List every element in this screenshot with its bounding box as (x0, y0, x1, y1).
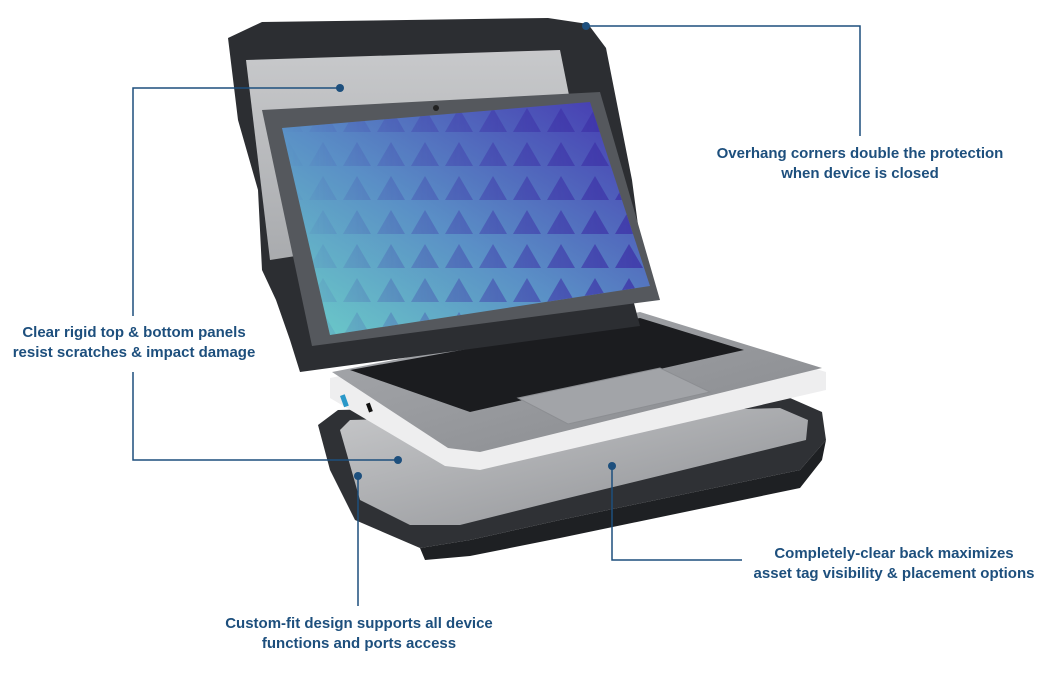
callout-overhang-corners: Overhang corners double the protection w… (700, 144, 1020, 184)
callout-clear-back: Completely-clear back maximizes asset ta… (742, 544, 1046, 584)
callout-leaders (132, 25, 861, 606)
callout-overhang-line2: when device is closed (781, 165, 939, 182)
leader-clear-bottom (132, 372, 398, 461)
laptop-lid (228, 18, 660, 372)
callout-clear-panels-line1: Clear rigid top & bottom panels (22, 324, 246, 341)
dot-clear-back (608, 462, 616, 470)
dot-clear-top (336, 84, 344, 92)
callout-clear-back-line1: Completely-clear back maximizes (774, 545, 1014, 562)
callout-custom-fit-line1: Custom-fit design supports all device (225, 615, 493, 632)
dot-clear-bottom (394, 456, 402, 464)
leader-overhang (586, 25, 861, 136)
callout-custom-fit-line2: functions and ports access (261, 635, 457, 652)
callout-custom-fit: Custom-fit design supports all device fu… (206, 614, 512, 654)
leader-clear-top (132, 87, 340, 316)
laptop-base (330, 312, 826, 470)
dot-custom-fit (354, 472, 362, 480)
callout-clear-back-line2: asset tag visibility & placement options (753, 565, 1035, 582)
dot-overhang (582, 22, 590, 30)
leader-clear-back (611, 466, 742, 561)
callout-overhang-line1: Overhang corners double the protection (716, 145, 1004, 162)
callout-dots (336, 22, 616, 480)
callout-clear-panels: Clear rigid top & bottom panels resist s… (0, 323, 268, 363)
callout-clear-panels-line2: resist scratches & impact damage (12, 344, 256, 361)
